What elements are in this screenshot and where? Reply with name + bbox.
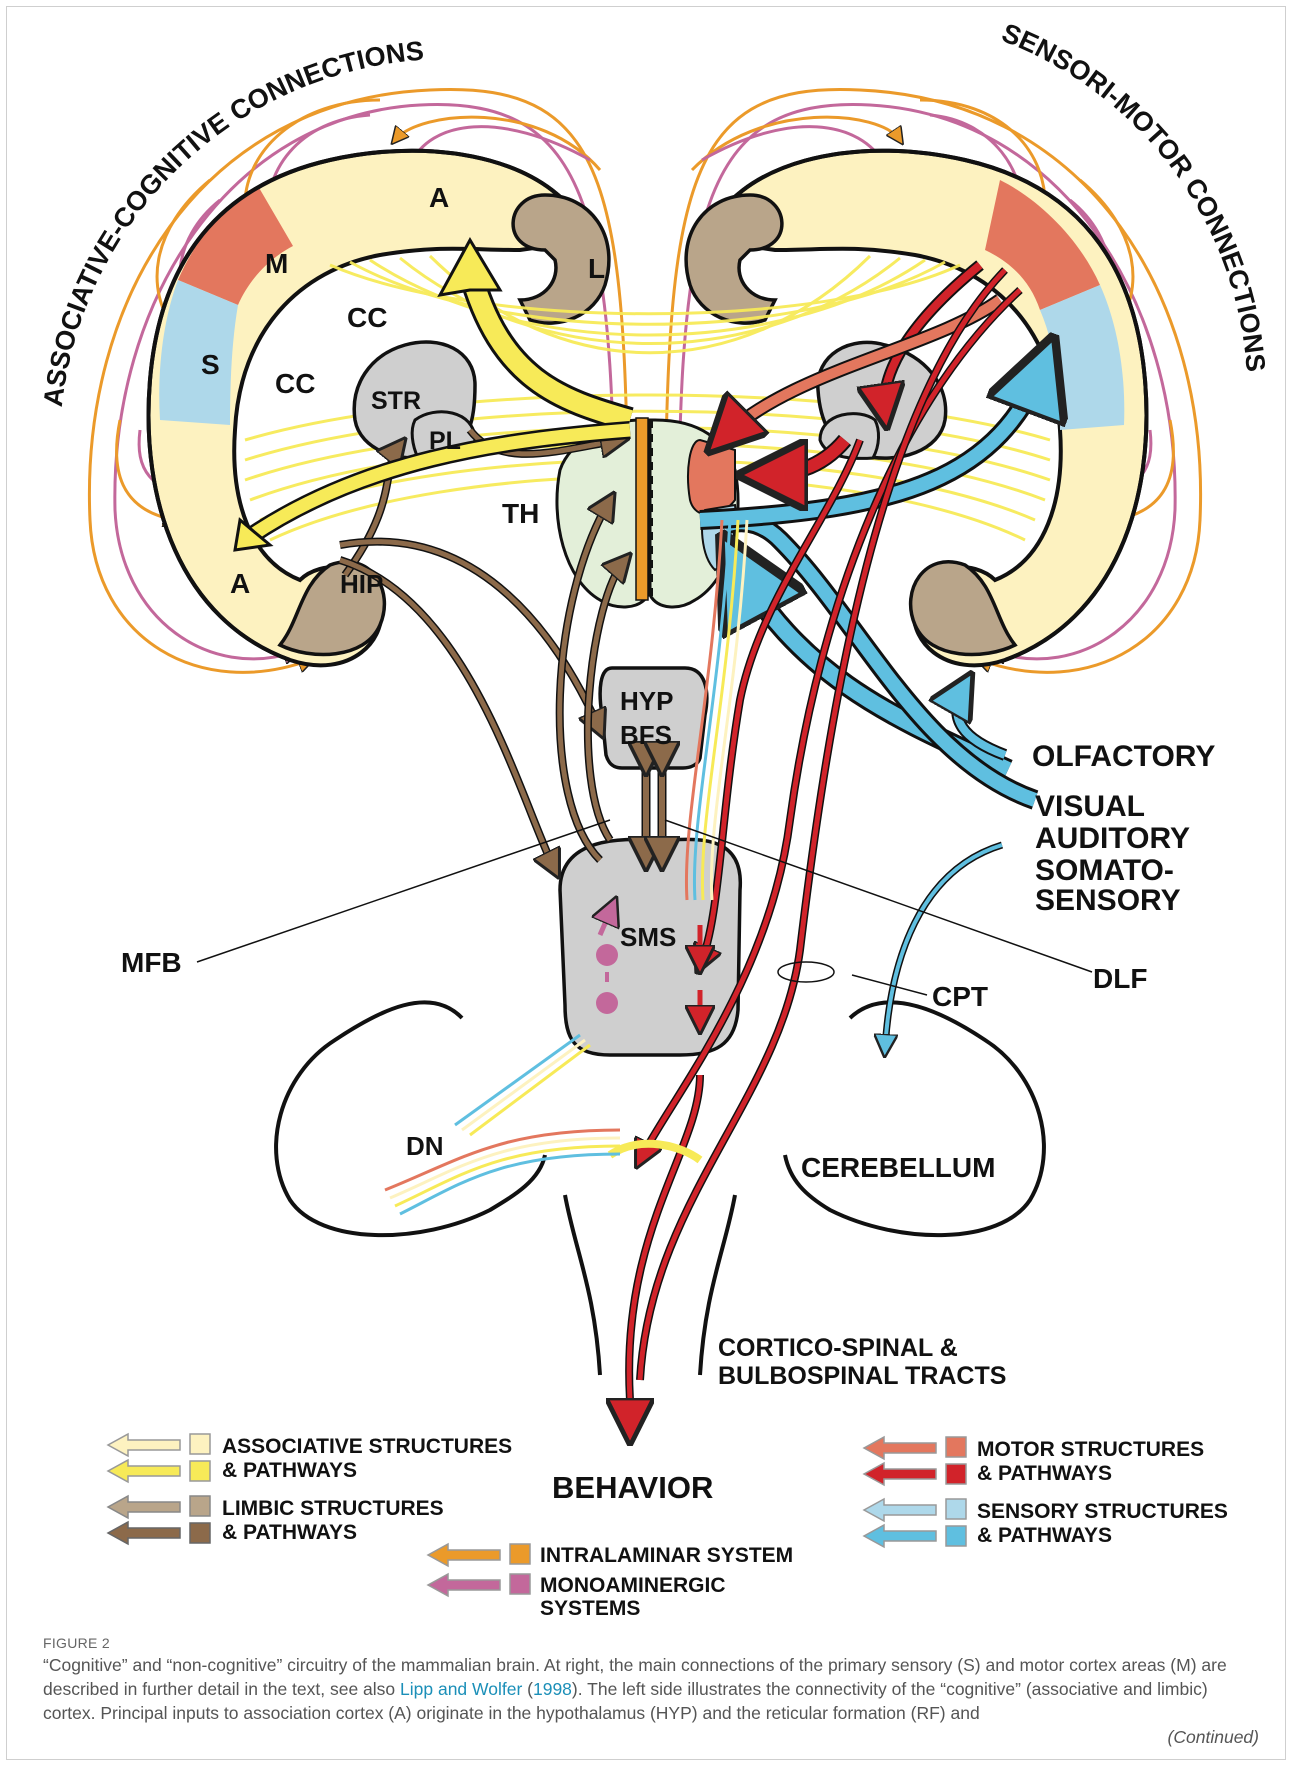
legend-intralaminar-text: INTRALAMINAR SYSTEM xyxy=(540,1544,793,1567)
label-olfactory: OLFACTORY xyxy=(1032,740,1215,773)
label-s: S xyxy=(201,349,220,380)
label-cc-upper: CC xyxy=(347,302,387,333)
label-hip: HIP xyxy=(340,569,383,599)
left-sensory-band xyxy=(159,280,238,425)
label-cerebellum: CEREBELLUM xyxy=(801,1152,995,1183)
right-limbic-top xyxy=(686,195,782,323)
label-a-top: A xyxy=(429,182,449,213)
label-auditory: AUDITORY xyxy=(1035,822,1190,855)
legend-sensory-line1: SENSORY STRUCTURES xyxy=(977,1500,1228,1523)
legend-sensory-line2: & PATHWAYS xyxy=(977,1524,1112,1547)
label-cortico-spinal: CORTICO-SPINAL & xyxy=(718,1334,958,1362)
legend-associative-line1: ASSOCIATIVE STRUCTURES xyxy=(222,1435,512,1458)
label-behavior: BEHAVIOR xyxy=(552,1470,713,1505)
reference-link-authors[interactable]: Lipp and Wolfer xyxy=(400,1679,522,1699)
legend-motor-line1: MOTOR STRUCTURES xyxy=(977,1438,1204,1461)
legend-limbic-line2: & PATHWAYS xyxy=(222,1521,357,1544)
label-str: STR xyxy=(371,387,421,415)
label-pl: PL xyxy=(429,427,461,455)
legend-associative-line2: & PATHWAYS xyxy=(222,1459,357,1482)
label-cc-lower: CC xyxy=(275,368,315,399)
label-sensory: SENSORY xyxy=(1035,884,1181,917)
legend-associative: ASSOCIATIVE STRUCTURES & PATHWAYS xyxy=(108,1434,512,1482)
label-somato: SOMATO- xyxy=(1035,854,1174,887)
legend-motor-line2: & PATHWAYS xyxy=(977,1462,1112,1485)
label-sms: SMS xyxy=(620,922,676,952)
legend-limbic-line1: LIMBIC STRUCTURES xyxy=(222,1497,444,1520)
label-mfb: MFB xyxy=(121,947,182,978)
legend-monoaminergic: MONOAMINERGIC SYSTEMS xyxy=(428,1574,726,1620)
label-dn: DN xyxy=(406,1131,444,1161)
label-bfs: BFS xyxy=(620,720,672,750)
legend-intralaminar: INTRALAMINAR SYSTEM xyxy=(428,1544,793,1567)
continued-note: (Continued) xyxy=(1168,1727,1259,1748)
hypothalamus-box xyxy=(600,668,707,768)
brain-circuitry-diagram: ASSOCIATIVE-COGNITIVE CONNECTIONS SENSOR… xyxy=(0,0,1293,1630)
legend-sensory: SENSORY STRUCTURES & PATHWAYS xyxy=(864,1499,1228,1547)
label-cpt: CPT xyxy=(932,981,988,1012)
legend-monoaminergic-line1: MONOAMINERGIC xyxy=(540,1574,726,1597)
legend-limbic: LIMBIC STRUCTURES & PATHWAYS xyxy=(108,1496,444,1544)
label-visual: VISUAL xyxy=(1035,790,1145,823)
label-bulbospinal: BULBOSPINAL TRACTS xyxy=(718,1362,1006,1390)
label-dlf: DLF xyxy=(1093,963,1147,994)
legend: ASSOCIATIVE STRUCTURES & PATHWAYS LIMBIC… xyxy=(108,1434,1228,1620)
label-th: TH xyxy=(502,498,539,529)
reference-link-year[interactable]: 1998 xyxy=(533,1679,572,1699)
figure-caption: “Cognitive” and “non-cognitive” circuitr… xyxy=(43,1653,1258,1725)
label-a-bottom: A xyxy=(230,568,250,599)
legend-monoaminergic-line2: SYSTEMS xyxy=(540,1597,640,1620)
label-hyp: HYP xyxy=(620,686,673,716)
label-m: M xyxy=(265,248,288,279)
figure-label: FIGURE 2 xyxy=(43,1635,1258,1651)
legend-motor: MOTOR STRUCTURES & PATHWAYS xyxy=(864,1437,1204,1485)
label-l: L xyxy=(588,253,605,284)
caption-paren: ( xyxy=(522,1679,533,1699)
